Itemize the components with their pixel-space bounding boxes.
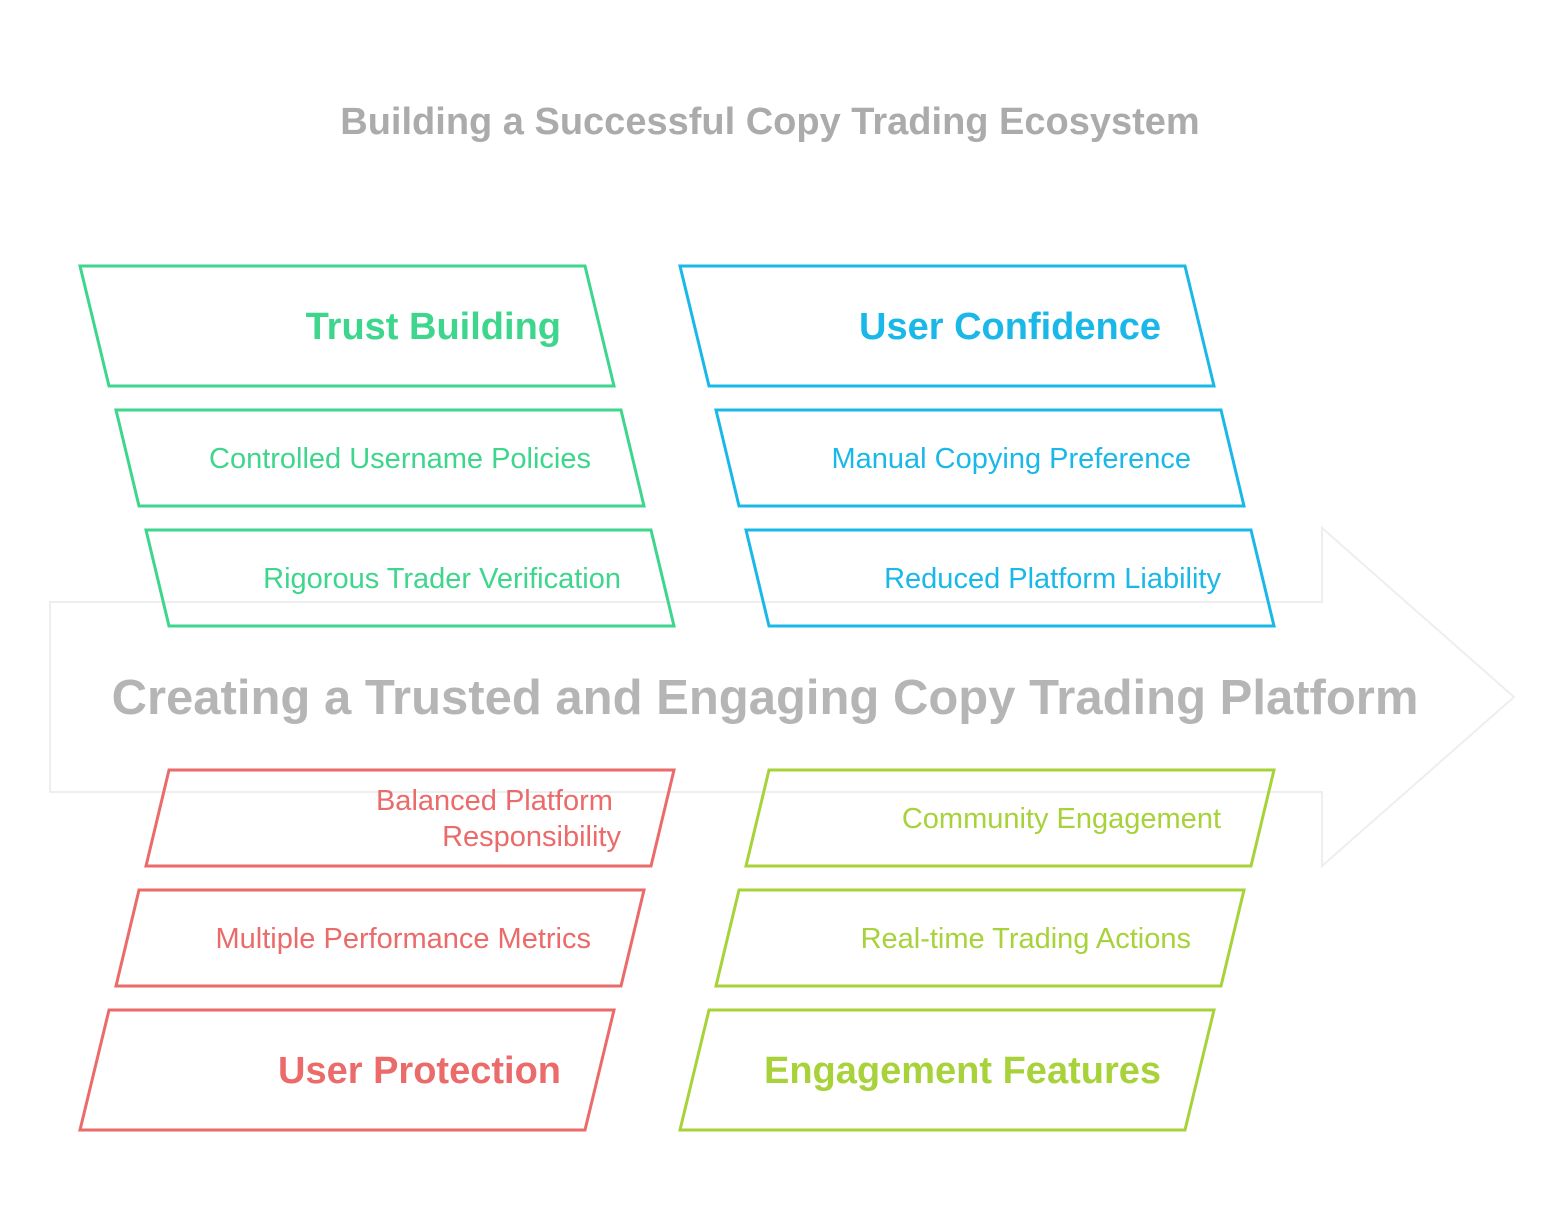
- protection-item-box: [114, 888, 646, 988]
- confidence-item-2: Reduced Platform Liability: [884, 563, 1221, 595]
- trust-group: Trust Building Controlled Username Polic…: [78, 264, 676, 628]
- confidence-item-box: [744, 528, 1276, 628]
- protection-group: Balanced Platform Responsibility Multipl…: [78, 768, 676, 1132]
- engagement-heading: Engagement Features: [764, 1050, 1161, 1092]
- protection-item-1-line-2: Responsibility: [442, 821, 621, 853]
- confidence-item-box: [714, 408, 1246, 508]
- protection-heading-box: [78, 1008, 616, 1132]
- trust-item-box: [114, 408, 646, 508]
- protection-item-2: Multiple Performance Metrics: [216, 923, 592, 955]
- protection-item-box: [144, 768, 676, 868]
- confidence-item-1: Manual Copying Preference: [832, 443, 1191, 475]
- engagement-item-1: Community Engagement: [902, 803, 1221, 835]
- protection-item-1: Balanced Platform Responsibility: [376, 785, 622, 853]
- engagement-group: Community Engagement Real-time Trading A…: [678, 768, 1276, 1132]
- engagement-heading-box: [678, 1008, 1216, 1132]
- trust-heading-box: [78, 264, 616, 388]
- engagement-item-2: Real-time Trading Actions: [861, 923, 1191, 955]
- center-label: Creating a Trusted and Engaging Copy Tra…: [112, 671, 1419, 725]
- engagement-item-box: [714, 888, 1246, 988]
- confidence-group: User Confidence Manual Copying Preferenc…: [678, 264, 1276, 628]
- protection-heading: User Protection: [278, 1050, 561, 1092]
- trust-heading: Trust Building: [306, 306, 561, 348]
- diagram-title: Building a Successful Copy Trading Ecosy…: [340, 101, 1199, 143]
- confidence-heading: User Confidence: [859, 306, 1161, 348]
- engagement-item-box: [744, 768, 1276, 868]
- trust-item-2: Rigorous Trader Verification: [263, 563, 621, 595]
- confidence-heading-box: [678, 264, 1216, 388]
- background-arrow: [49, 525, 1516, 869]
- protection-item-1-line-1: Balanced Platform: [376, 785, 613, 817]
- trust-item-1: Controlled Username Policies: [209, 443, 591, 475]
- trust-item-box: [144, 528, 676, 628]
